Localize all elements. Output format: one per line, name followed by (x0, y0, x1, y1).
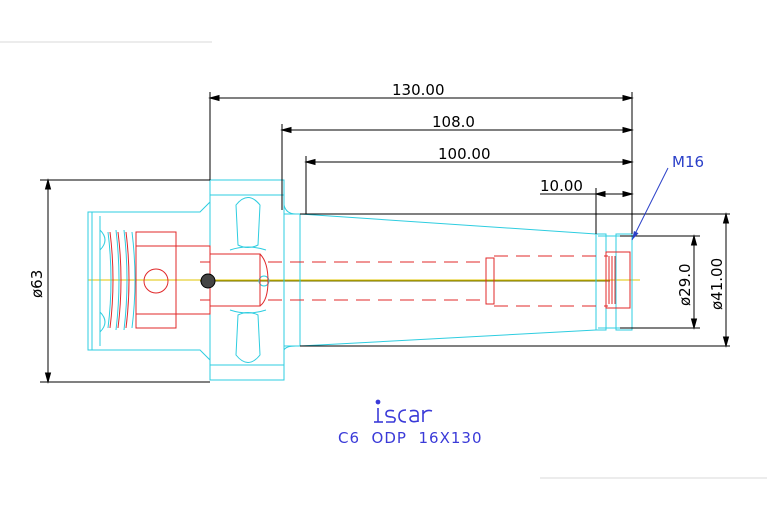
iscar-logo (374, 399, 433, 423)
hidden-lines (109, 231, 631, 329)
dimension-lines (40, 92, 730, 384)
dim-body-length: 100.00 (438, 145, 491, 163)
dim-taper-length: 108.0 (432, 113, 475, 131)
thread-callout-label: M16 (672, 153, 704, 171)
dim-nose-diameter: ø41.00 (708, 258, 726, 310)
tool-caption: C6 ODP 16X130 (338, 429, 483, 447)
tool-outline (87, 179, 633, 381)
dim-overall-length: 130.00 (392, 81, 445, 99)
dim-nose-length: 10.00 (540, 177, 583, 195)
dim-bore-diameter: ø29.0 (676, 263, 694, 306)
pivot-marker (200, 273, 216, 289)
thread-callout: M16 (631, 153, 704, 241)
dim-flange-diameter: ø63 (28, 270, 46, 298)
frame-lines (0, 41, 767, 479)
